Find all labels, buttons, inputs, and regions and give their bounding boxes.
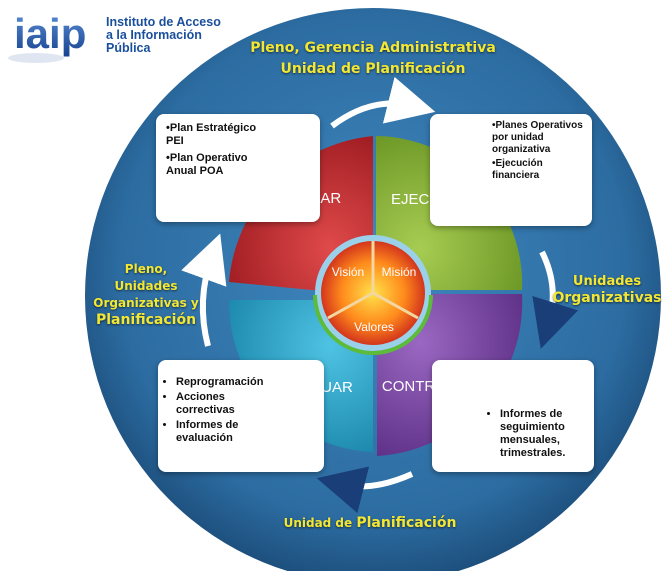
logo: iaip Instituto de Acceso a la Informació… [6, 4, 246, 68]
top-label: Pleno, Gerencia Administrativa Unidad de… [242, 38, 504, 80]
arrow-top [330, 76, 436, 129]
left-label-line-2: Unidades [114, 279, 178, 293]
left-label-line-4: Planificación [95, 312, 197, 328]
bottom-label: Unidad de Planificación [250, 514, 490, 532]
logo-text: Instituto de Acceso a la Información Púb… [106, 16, 246, 55]
label-vision: Visión [332, 265, 364, 279]
iaip-logo-icon: iaip [8, 10, 86, 63]
right-label: Unidades Organizativas [552, 273, 662, 307]
box-planificar: •Plan Estratégico PEI •Plan Operativo An… [156, 114, 320, 222]
right-label-line-2: Organizativas [552, 290, 662, 306]
box-ejecutar-item-1: •Planes Operativos por unidad organizati… [492, 120, 583, 155]
arrow-right [532, 250, 579, 349]
box-planificar-item-2: •Plan Operativo Anual POA [166, 152, 248, 177]
top-label-line-2: Unidad de Planificación [280, 61, 466, 77]
left-label-line-1: Pleno, [124, 262, 168, 276]
box-actuar-item-2: Acciones correctivas [176, 391, 276, 417]
left-label-line-3: Organizativas y [93, 296, 199, 310]
box-planificar-item-1: •Plan Estratégico PEI [166, 122, 257, 147]
label-mision: Misión [382, 265, 417, 279]
core-dividers [327, 241, 419, 320]
left-label: Pleno, Unidades Organizativas y Planific… [86, 261, 206, 329]
logo-line-2: a la Información Pública [106, 28, 202, 55]
box-actuar: Reprogramación Acciones correctivas Info… [158, 360, 324, 472]
right-label-line-1: Unidades [572, 274, 642, 289]
arrow-left [181, 233, 227, 347]
logo-line-1: Instituto de Acceso [106, 15, 221, 29]
core-arc [313, 294, 433, 355]
box-controlar-item-1: Informes de seguimiento mensuales, trime… [500, 408, 580, 460]
svg-text:iaip: iaip [14, 10, 86, 57]
box-actuar-item-3: Informes de evaluación [176, 419, 276, 445]
box-actuar-item-1: Reprogramación [176, 376, 276, 389]
label-valores: Valores [354, 320, 394, 334]
arrow-bottom [316, 466, 414, 514]
box-controlar: Informes de seguimiento mensuales, trime… [432, 360, 594, 472]
bottom-label-part-2: Planificación [356, 515, 457, 531]
top-label-line-1: Pleno, Gerencia Administrativa [250, 40, 496, 56]
box-ejecutar-item-2: •Ejecución financiera [492, 158, 543, 181]
bottom-label-part-1: Unidad de [283, 516, 357, 530]
box-ejecutar: •Planes Operativos por unidad organizati… [430, 114, 592, 226]
